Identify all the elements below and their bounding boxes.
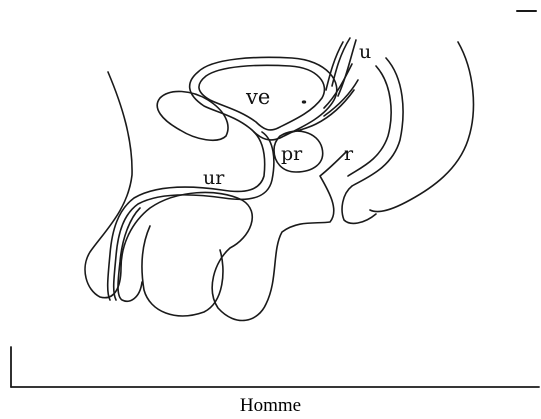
urethra-outer [114, 132, 274, 300]
sacrum [370, 42, 473, 212]
rectum-outer [342, 58, 403, 223]
rectum-inner [348, 66, 391, 176]
figure-caption: Homme [0, 396, 541, 416]
label-rectum: r [344, 143, 354, 165]
scrotum-outline [118, 208, 142, 301]
vas-deferens [284, 90, 354, 134]
label-prostate: pr [281, 143, 303, 165]
label-bladder: ve [245, 85, 270, 109]
bladder-dot [302, 100, 306, 103]
pubic-bone [157, 91, 228, 140]
ureter-line-2 [326, 42, 343, 90]
penis-outline [142, 226, 223, 316]
label-ureter: u [359, 41, 371, 63]
label-urethra: ur [203, 167, 225, 189]
